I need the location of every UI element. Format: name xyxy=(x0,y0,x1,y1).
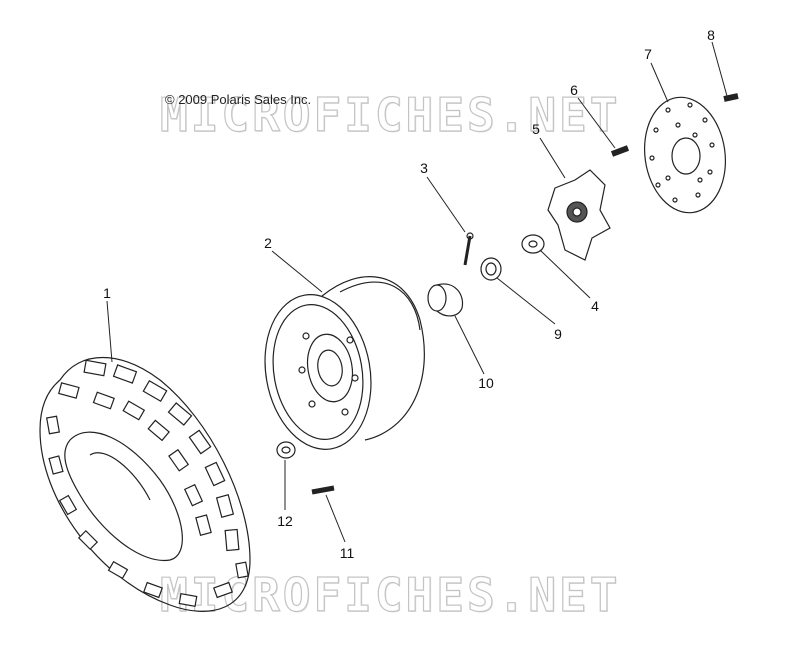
wheel-stud xyxy=(311,485,335,495)
wheel-hub xyxy=(547,169,611,261)
lug-nut xyxy=(276,441,296,459)
hub-cap xyxy=(427,283,464,317)
callout-4: 4 xyxy=(591,298,599,314)
tire xyxy=(39,356,251,612)
hub-bolt xyxy=(610,145,630,157)
callout-2: 2 xyxy=(264,235,272,251)
callout-11: 11 xyxy=(339,545,355,561)
callout-5: 5 xyxy=(532,121,540,137)
copyright-notice: © 2009 Polaris Sales Inc. xyxy=(165,92,312,107)
callout-10: 10 xyxy=(478,375,494,391)
watermark-top: MICROFICHES.NET xyxy=(159,87,621,142)
callout-7: 7 xyxy=(644,46,652,62)
brake-disc xyxy=(643,96,727,214)
castle-nut xyxy=(480,257,502,281)
callout-6: 6 xyxy=(570,82,578,98)
callout-8: 8 xyxy=(707,27,715,43)
watermark-bottom: MICROFICHES.NET xyxy=(159,567,621,622)
callout-9: 9 xyxy=(554,326,562,342)
leader-lines xyxy=(106,41,728,543)
cotter-pin xyxy=(463,232,474,266)
callout-12: 12 xyxy=(277,513,293,529)
callout-1: 1 xyxy=(103,285,111,301)
wheel-rim xyxy=(264,276,425,450)
disc-bolt xyxy=(723,93,739,102)
washer xyxy=(521,234,545,254)
callout-3: 3 xyxy=(420,160,428,176)
